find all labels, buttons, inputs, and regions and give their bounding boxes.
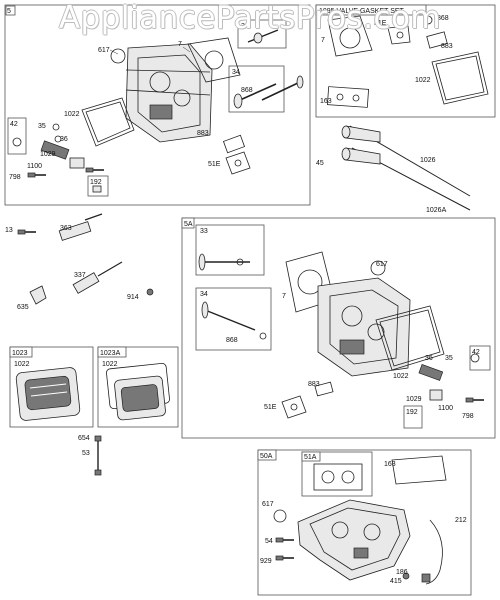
svg-text:654: 654 <box>78 435 90 442</box>
svg-text:883: 883 <box>441 43 453 50</box>
svg-text:1022: 1022 <box>64 111 80 118</box>
svg-text:53: 53 <box>82 450 90 457</box>
svg-text:42: 42 <box>10 121 18 128</box>
section-50a-id: 50A <box>260 453 273 460</box>
svg-text:1022: 1022 <box>393 373 409 380</box>
svg-text:1022: 1022 <box>415 77 431 84</box>
svg-text:883: 883 <box>308 381 320 388</box>
section-1023: 1023 1022 <box>9 346 94 428</box>
svg-text:35: 35 <box>445 355 453 362</box>
push-rods: 45 1026 1026A <box>316 125 471 214</box>
svg-text:42: 42 <box>472 349 480 356</box>
section-5-id: 5 <box>7 8 11 15</box>
section-1023-id: 1023 <box>12 350 28 357</box>
svg-text:798: 798 <box>9 174 21 181</box>
box-42 <box>7 117 27 155</box>
section-1095-frame <box>315 4 496 118</box>
svg-text:34: 34 <box>200 291 208 298</box>
section-5-frame <box>4 4 311 206</box>
svg-text:192: 192 <box>406 409 418 416</box>
svg-text:1022: 1022 <box>14 361 30 368</box>
head-gasket <box>187 37 241 83</box>
box-34b <box>195 287 272 351</box>
cover-fasteners: 654 53 <box>78 435 102 476</box>
svg-text:1029: 1029 <box>406 396 422 403</box>
box-192b <box>403 405 423 429</box>
svg-text:1100: 1100 <box>438 405 453 412</box>
svg-text:415: 415 <box>390 578 402 585</box>
svg-text:798: 798 <box>462 413 474 420</box>
svg-text:7: 7 <box>178 41 182 48</box>
svg-text:212: 212 <box>455 517 467 524</box>
svg-text:929: 929 <box>260 558 272 565</box>
cylinder-head <box>125 43 213 143</box>
svg-text:868: 868 <box>437 15 449 22</box>
rocker-gasket <box>81 97 135 147</box>
section-5a-frame <box>181 217 496 439</box>
section-50a: 50A 51A 163 617 54 929 212 415 186 <box>257 449 472 596</box>
svg-text:337: 337 <box>74 272 86 279</box>
svg-text:868: 868 <box>241 87 253 94</box>
svg-text:54: 54 <box>265 538 273 545</box>
cylinder-head-5a <box>317 277 411 377</box>
svg-text:51E: 51E <box>374 20 387 27</box>
section-1095-title: 1095 VALVE GASKET SET <box>319 8 405 15</box>
section-5: 5 33 34 42 192 <box>4 4 311 206</box>
svg-text:914: 914 <box>127 294 139 301</box>
box-51a <box>301 451 373 497</box>
section-5a-id: 5A <box>184 221 193 228</box>
loose-parts: 13 363 337 635 914 <box>5 213 154 311</box>
section-1023a-frame <box>97 346 179 428</box>
svg-text:36: 36 <box>425 355 433 362</box>
svg-text:35: 35 <box>38 123 46 130</box>
svg-text:617: 617 <box>376 261 388 268</box>
svg-text:1026: 1026 <box>420 157 436 164</box>
svg-text:163: 163 <box>320 98 332 105</box>
svg-text:163: 163 <box>384 461 396 468</box>
svg-text:7: 7 <box>321 37 325 44</box>
svg-text:192: 192 <box>90 179 102 186</box>
svg-text:868: 868 <box>226 337 238 344</box>
svg-text:33: 33 <box>200 228 208 235</box>
svg-text:617: 617 <box>262 501 274 508</box>
svg-text:883: 883 <box>197 130 209 137</box>
box-33b <box>195 224 265 276</box>
section-50a-frame <box>257 449 472 596</box>
svg-text:36: 36 <box>60 136 68 143</box>
box-192 <box>87 175 109 197</box>
section-1023a: 1023A 1022 <box>97 346 179 428</box>
svg-text:1100: 1100 <box>27 163 42 170</box>
svg-text:51A: 51A <box>304 454 317 461</box>
section-1023-frame <box>9 346 94 428</box>
svg-text:33: 33 <box>241 23 249 30</box>
box-33 <box>237 19 287 49</box>
svg-text:7: 7 <box>282 293 286 300</box>
svg-text:363: 363 <box>60 225 72 232</box>
svg-text:1022: 1022 <box>102 361 118 368</box>
svg-text:1029: 1029 <box>40 151 56 158</box>
section-1023a-id: 1023A <box>100 350 121 357</box>
svg-text:51E: 51E <box>208 161 221 168</box>
svg-text:635: 635 <box>17 304 29 311</box>
callout-617: 617 <box>98 47 110 54</box>
svg-text:1026A: 1026A <box>426 207 447 214</box>
svg-text:51E: 51E <box>264 404 277 411</box>
svg-text:13: 13 <box>5 227 13 234</box>
svg-text:186: 186 <box>396 569 408 576</box>
intake-manifold <box>297 499 411 581</box>
svg-text:45: 45 <box>316 160 324 167</box>
o-ring <box>110 48 126 64</box>
box-42b <box>469 345 491 371</box>
svg-text:34: 34 <box>232 69 240 76</box>
section-5a: 5A 33 34 192 42 <box>181 217 496 439</box>
section-1095: 1095 VALVE GASKET SET 7 51E 868 883 1022… <box>315 4 496 118</box>
